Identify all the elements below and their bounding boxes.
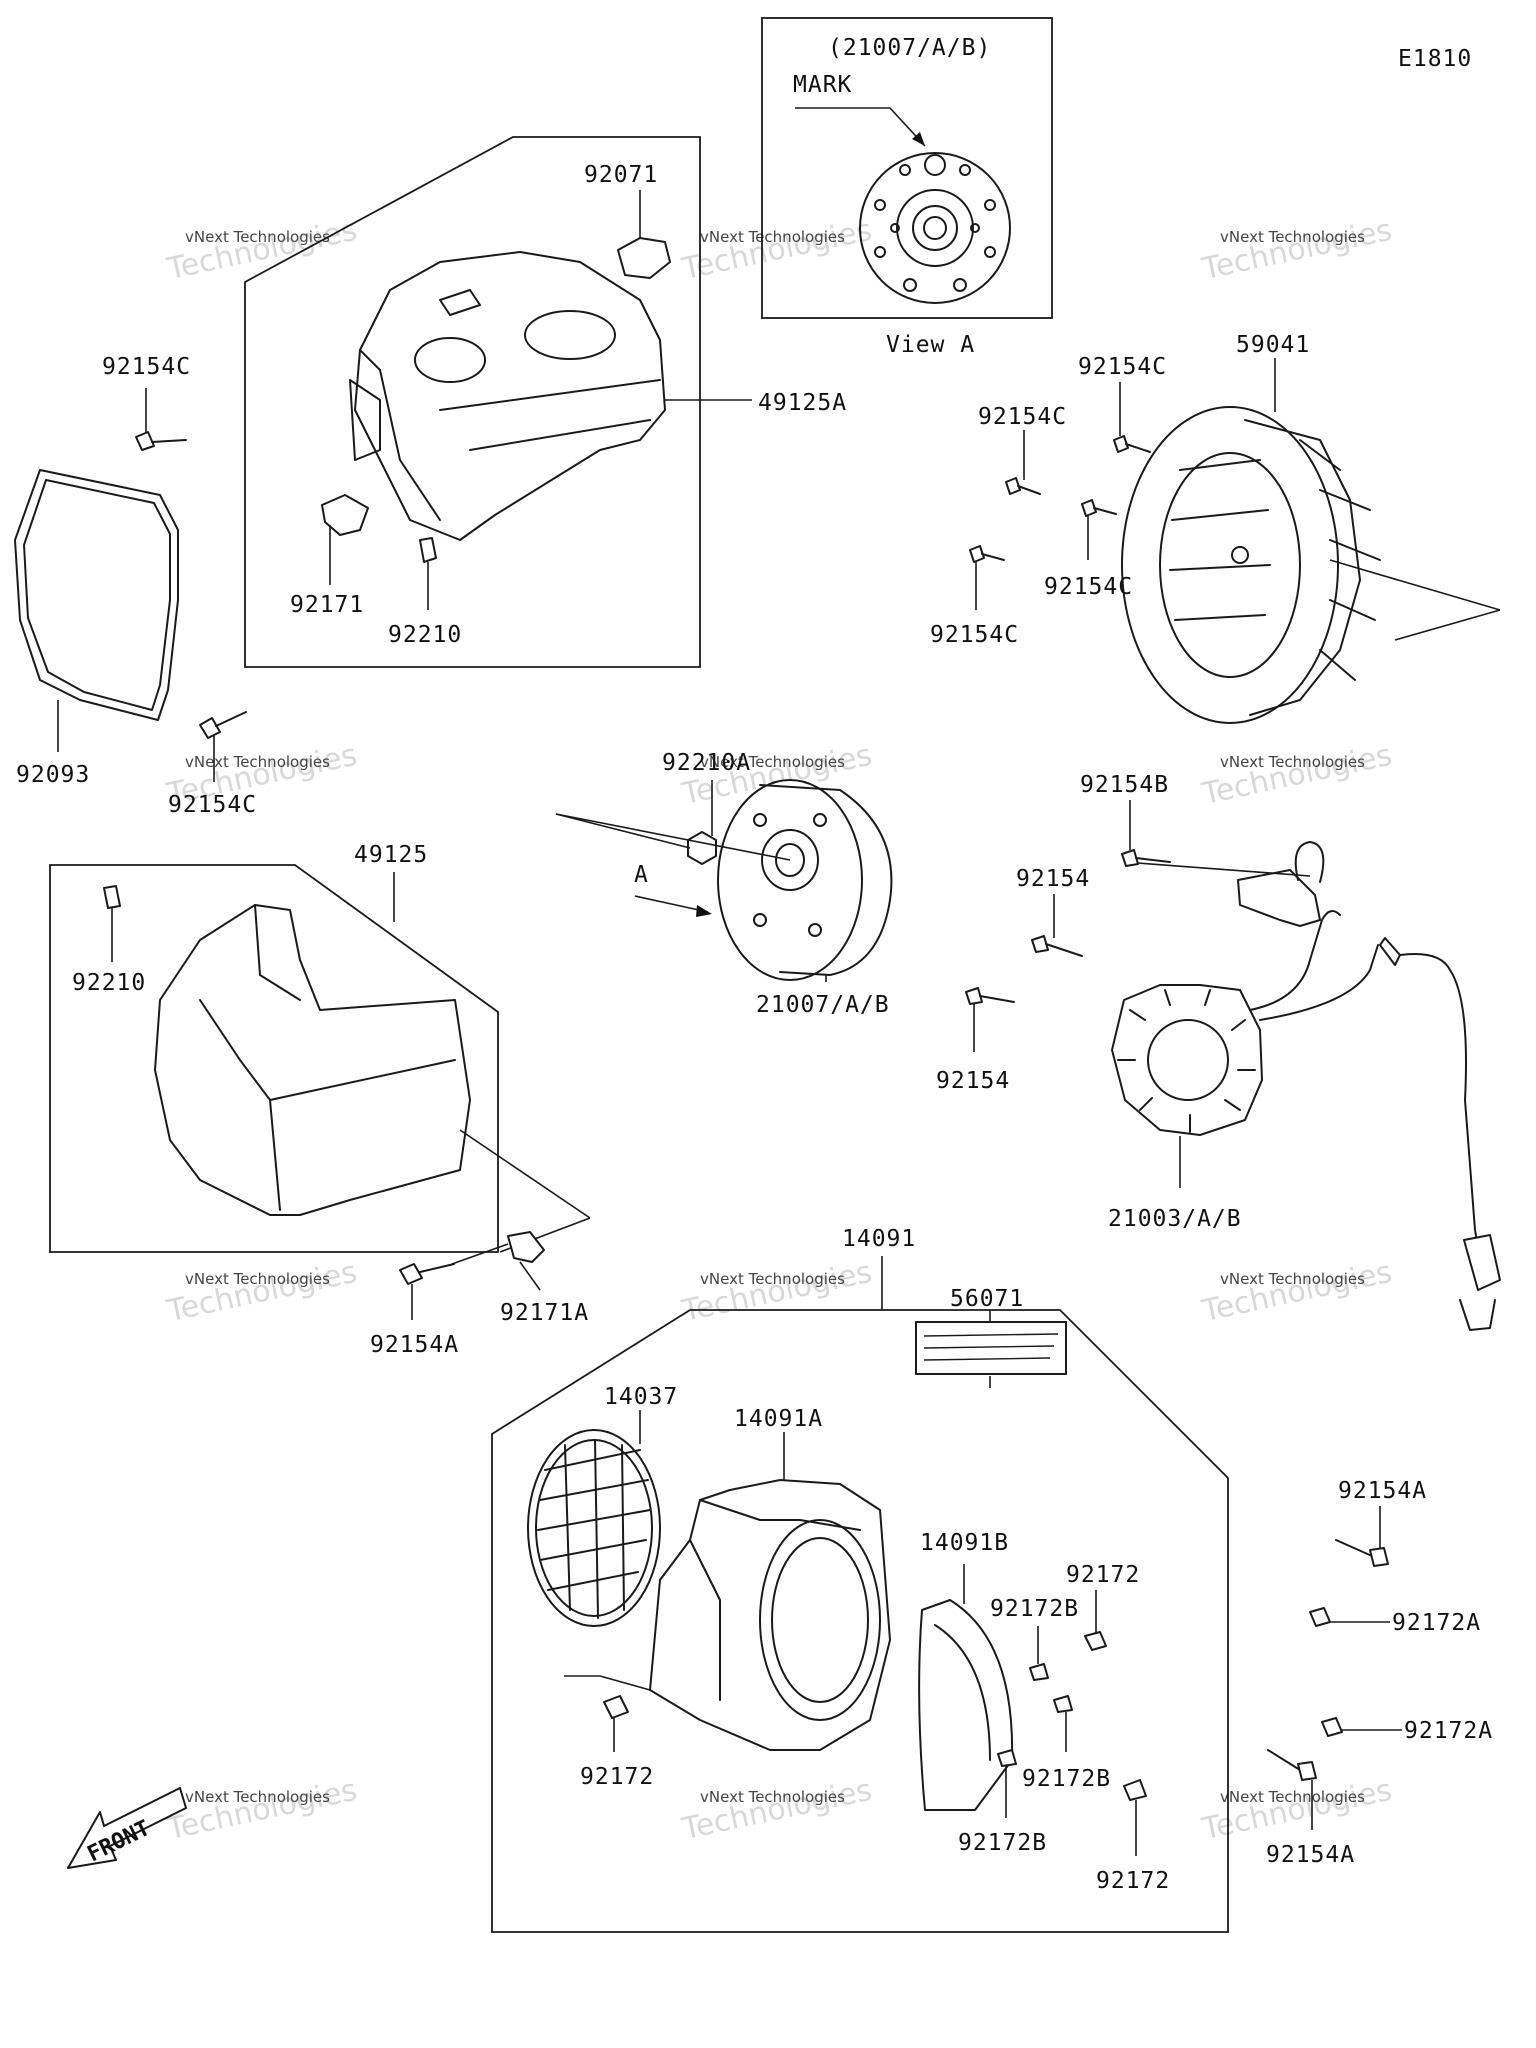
part-label-92154-a[interactable]: 92154 [1016,866,1090,892]
part-label-92210-left[interactable]: 92210 [72,970,146,996]
watermark-big: Technologies [678,1255,875,1330]
watermark-text: vNext Technologies [700,1788,845,1806]
part-label-56071[interactable]: 56071 [950,1286,1024,1312]
flywheel-face [859,152,1011,304]
part-label-92154C-r1[interactable]: 92154C [1078,354,1167,380]
shroud-49125a [349,251,666,541]
shroud-49125 [154,904,471,1216]
shroud-49125a-group: 92071 49125A 92171 92210 [244,136,847,668]
part-label-92154A-r1[interactable]: 92154A [1338,1478,1427,1504]
watermark-big: Technologies [163,213,360,288]
part-label-92172B-a[interactable]: 92172B [990,1596,1079,1622]
diagram-code: E1810 [1398,46,1472,72]
fan-59041 [1121,406,1381,724]
shroud-49125-group: 49125 92210 [49,842,591,1253]
bolt-cluster-92154c [969,435,1151,563]
watermark-big: Technologies [678,1773,875,1848]
part-label-92172B-b[interactable]: 92172B [1022,1766,1111,1792]
watermark-text: vNext Technologies [1220,1788,1365,1806]
view-a-title: (21007/A/B) [828,35,991,61]
part-label-92210A[interactable]: 92210A [662,750,751,776]
part-label-92210-top[interactable]: 92210 [388,622,462,648]
part-label-14091B[interactable]: 14091B [920,1530,1009,1556]
part-label-92154A-r2[interactable]: 92154A [1266,1842,1355,1868]
watermark-text: vNext Technologies [700,753,845,771]
part-label-92171[interactable]: 92171 [290,592,364,618]
cover-14091a [649,1479,891,1751]
part-label-92172A-r2[interactable]: 92172A [1404,1718,1493,1744]
screws-92172 [603,1631,1147,1801]
watermark-text: vNext Technologies [185,1788,330,1806]
watermark-big: Technologies [678,213,875,288]
grille-14037 [527,1429,661,1627]
bolt-92154c-left [135,431,187,451]
part-label-14037[interactable]: 14037 [604,1384,678,1410]
part-label-21007[interactable]: 21007/A/B [756,992,890,1018]
watermark-text: vNext Technologies [1220,1270,1365,1288]
part-label-49125A[interactable]: 49125A [758,390,847,416]
view-a-arrow-letter: A [634,862,649,888]
clip-92171a [507,1231,545,1263]
cover-14091b [918,1599,1014,1811]
part-label-92154C-r4[interactable]: 92154C [930,622,1019,648]
part-label-92154C-lower[interactable]: 92154C [168,792,257,818]
part-label-14091A[interactable]: 14091A [734,1406,823,1432]
watermark-text: vNext Technologies [185,1270,330,1288]
part-label-92154C-r2[interactable]: 92154C [978,404,1067,430]
view-a-caption: View A [886,332,975,358]
part-label-92154C-left[interactable]: 92154C [102,354,191,380]
bolt-92154a-bottom [399,1263,455,1285]
part-92071-rubber [617,237,671,279]
bolt-92154-b [965,987,1015,1005]
gasket-92093 [14,469,179,721]
bolt-92154a-r2 [1267,1749,1317,1781]
nut-92210a [687,831,717,865]
part-label-14091[interactable]: 14091 [842,1226,916,1252]
part-label-92093[interactable]: 92093 [16,762,90,788]
part-label-92154A-bottom[interactable]: 92154A [370,1332,459,1358]
watermark-text: vNext Technologies [700,1270,845,1288]
bolt-92154a-r1 [1335,1539,1389,1567]
part-label-92171A[interactable]: 92171A [500,1300,589,1326]
watermark-big: Technologies [1198,1255,1395,1330]
bolt-92172a-r1 [1309,1607,1331,1627]
part-label-59041[interactable]: 59041 [1236,332,1310,358]
watermark-text: vNext Technologies [1220,228,1365,246]
part-92171-clip [321,494,369,536]
watermark-text: vNext Technologies [185,753,330,771]
part-label-92154B[interactable]: 92154B [1080,772,1169,798]
part-label-92071[interactable]: 92071 [584,162,658,188]
watermark-big: Technologies [163,1773,360,1848]
part-92210-nut [419,537,437,563]
part-label-92172A-r1[interactable]: 92172A [1392,1610,1481,1636]
part-label-49125[interactable]: 49125 [354,842,428,868]
view-a-inset: (21007/A/B) MARK View A [761,17,1053,358]
bolt-92172a-r2 [1321,1717,1343,1737]
flywheel-21007 [717,779,893,981]
part-label-92154-b[interactable]: 92154 [936,1068,1010,1094]
bolt-92154b [1121,849,1171,867]
part-label-92154C-r3[interactable]: 92154C [1044,574,1133,600]
stator-21003 [1111,841,1501,1331]
mark-label: MARK [793,72,852,98]
cover-14091-group: 14091 14037 14091A 5607 [491,1226,1229,1933]
bolt-92154c-lower [199,711,247,739]
watermark-text: vNext Technologies [700,228,845,246]
part-label-92172-b[interactable]: 92172 [580,1764,654,1790]
watermark-big: Technologies [1198,738,1395,813]
part-92210-nut-left [103,885,121,909]
bolt-92154-a [1031,935,1083,957]
watermark-big: Technologies [1198,213,1395,288]
label-56071 [915,1321,1067,1375]
part-label-92172B-c[interactable]: 92172B [958,1830,1047,1856]
watermark-text: vNext Technologies [1220,753,1365,771]
watermark-text: vNext Technologies [185,228,330,246]
part-label-21003[interactable]: 21003/A/B [1108,1206,1242,1232]
watermark-big: Technologies [163,1255,360,1330]
part-label-92172-a[interactable]: 92172 [1066,1562,1140,1588]
part-label-92172-c[interactable]: 92172 [1096,1868,1170,1894]
